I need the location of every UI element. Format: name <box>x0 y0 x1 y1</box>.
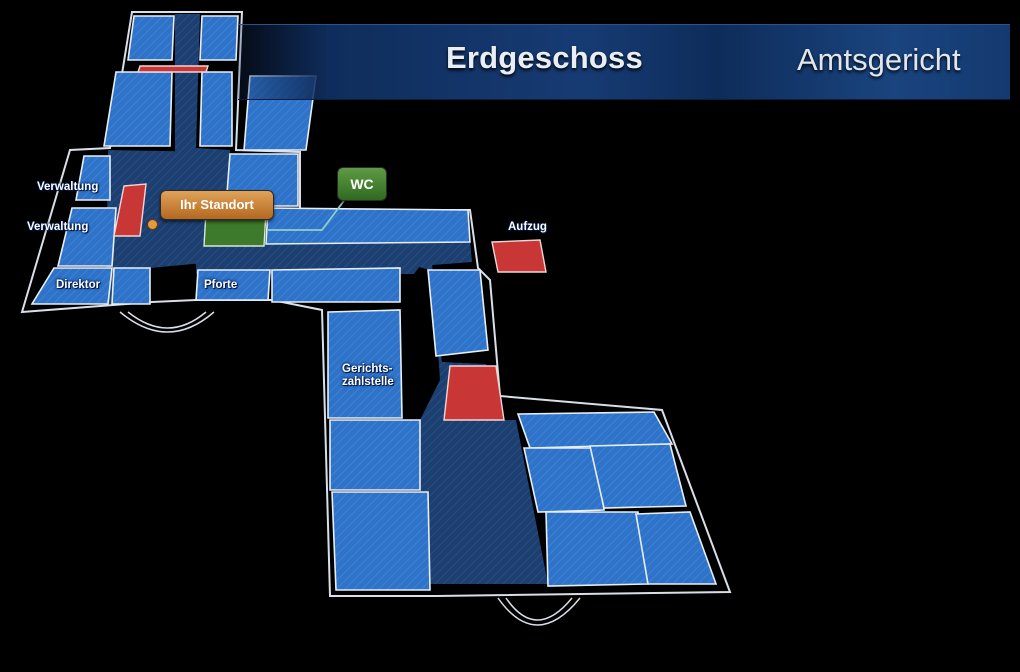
building-title: Amtsgericht <box>797 42 961 77</box>
floor-title: Erdgeschoss <box>446 40 643 75</box>
entrance-steps <box>119 311 581 626</box>
room-label-line: zahlstelle <box>342 376 394 388</box>
header-bar <box>238 24 1010 100</box>
room-label-pforte[interactable]: Pforte <box>204 279 238 291</box>
room-label-aufzug[interactable]: Aufzug <box>508 221 547 233</box>
building-outline <box>20 11 732 597</box>
current-location-marker[interactable]: Ihr Standort <box>160 190 274 220</box>
stairs-and-elevator <box>113 65 547 421</box>
room-label-gerichtszahlstelle[interactable]: Gerichts- zahlstelle <box>342 363 394 389</box>
room-label-verwaltung-2[interactable]: Verwaltung <box>27 221 89 233</box>
wc-marker[interactable]: WC <box>337 167 387 201</box>
room-label-direktor[interactable]: Direktor <box>56 279 101 291</box>
room-label-line: Gerichts- <box>342 363 393 375</box>
location-pin-icon <box>147 219 158 230</box>
room-label-verwaltung[interactable]: Verwaltung <box>37 181 99 193</box>
room-blocks <box>30 15 718 591</box>
